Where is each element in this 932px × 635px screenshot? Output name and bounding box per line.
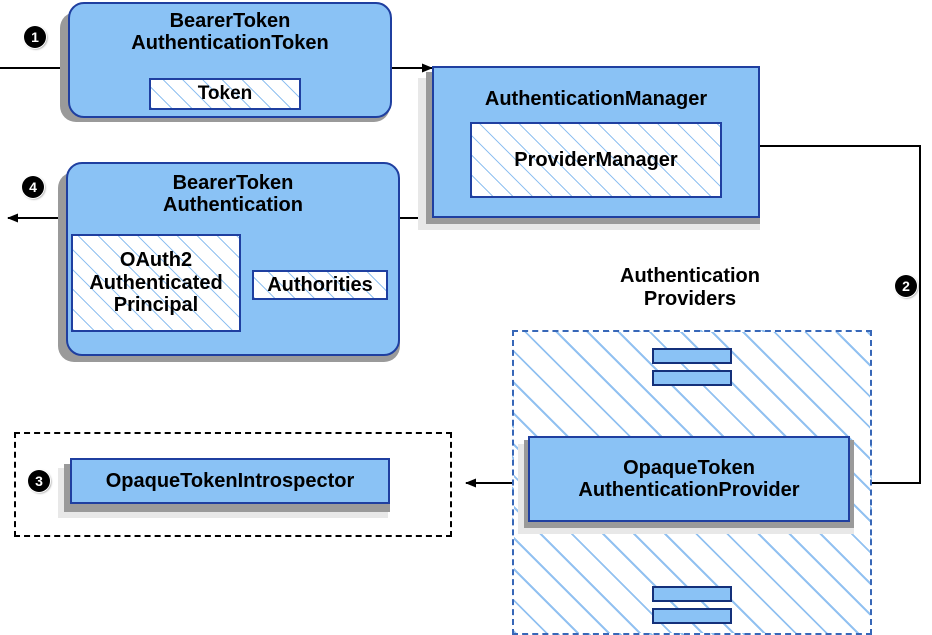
- oauth2-principal-line2: Authenticated: [89, 271, 223, 294]
- step-marker-1: 1: [24, 26, 46, 48]
- opaque-token-introspector-node[interactable]: OpaqueTokenIntrospector: [70, 458, 390, 504]
- authentication-manager-title: AuthenticationManager: [484, 88, 708, 110]
- opaque-token-authentication-provider-title-line1: OpaqueToken: [623, 456, 755, 479]
- token-label: Token: [197, 83, 253, 105]
- token-subbox[interactable]: Token: [149, 78, 301, 110]
- provider-stack-top-bar-1: [652, 348, 732, 364]
- bearer-token-authentication-token-title-line2: AuthenticationToken: [131, 32, 329, 55]
- step-marker-2: 2: [895, 275, 917, 297]
- oauth2-authenticated-principal-subbox[interactable]: OAuth2 Authenticated Principal: [71, 234, 241, 332]
- bearer-token-authentication-title-line2: Authentication: [163, 194, 303, 217]
- step-marker-3: 3: [28, 470, 50, 492]
- step-marker-4: 4: [22, 176, 44, 198]
- opaque-token-authentication-provider-title-line2: AuthenticationProvider: [578, 479, 800, 501]
- authentication-providers-title: Authentication Providers: [562, 265, 818, 311]
- bearer-token-authentication-title-line1: BearerToken: [172, 172, 294, 194]
- authentication-providers-title-line1: Authentication: [620, 265, 760, 287]
- provider-manager-subbox[interactable]: ProviderManager: [470, 122, 722, 198]
- provider-stack-top-bar-2: [652, 370, 732, 386]
- oauth2-principal-line1: OAuth2: [119, 249, 193, 272]
- authorities-label: Authorities: [267, 273, 373, 296]
- authorities-subbox[interactable]: Authorities: [252, 270, 388, 300]
- opaque-token-introspector-region: [14, 432, 452, 537]
- bearer-token-authentication-token-title-line1: BearerToken: [169, 10, 291, 32]
- provider-manager-label: ProviderManager: [514, 148, 678, 171]
- opaque-token-authentication-provider-node[interactable]: OpaqueToken AuthenticationProvider: [528, 436, 850, 522]
- provider-stack-bottom-bar-1: [652, 586, 732, 602]
- provider-stack-bottom-bar-2: [652, 608, 732, 624]
- authentication-providers-title-line2: Providers: [643, 288, 737, 310]
- opaque-token-introspector-label: OpaqueTokenIntrospector: [105, 469, 355, 492]
- oauth2-principal-line3: Principal: [113, 294, 199, 317]
